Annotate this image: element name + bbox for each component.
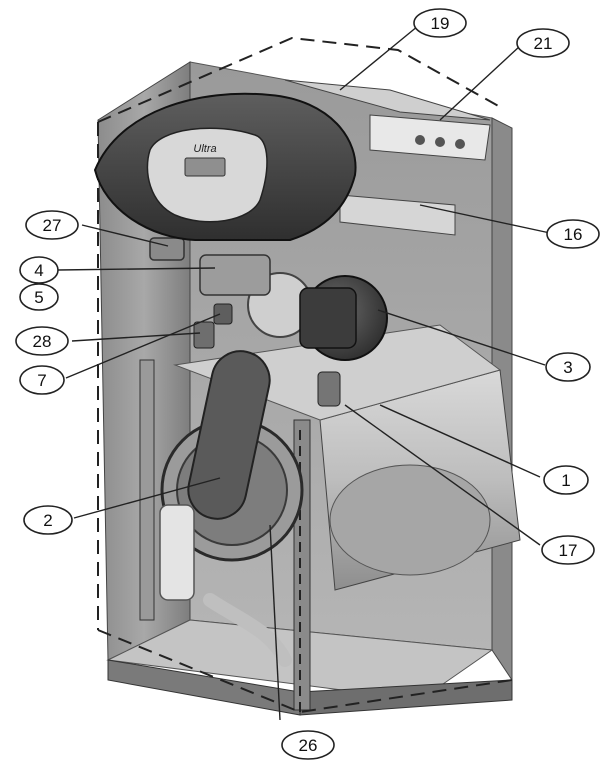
connector-3	[455, 139, 465, 149]
base-rail-left	[107, 659, 301, 716]
sensor-fitting	[213, 303, 233, 325]
tank-end-cap	[329, 464, 491, 576]
callout-4: 4	[19, 256, 59, 284]
outline-top	[97, 36, 503, 123]
leader-28	[71, 332, 201, 342]
callout-1: 1	[543, 465, 589, 495]
callout-3-label: 3	[563, 358, 572, 377]
callout-17-label: 17	[559, 541, 578, 560]
control-panel-logo: Ultra	[193, 143, 216, 155]
callout-5: 5	[19, 283, 59, 311]
leader-1	[379, 404, 541, 478]
callout-2-label: 2	[43, 511, 52, 530]
lcd-screen	[184, 157, 226, 177]
electrical-box	[284, 79, 491, 236]
callout-3: 3	[545, 352, 591, 382]
leader-26	[269, 524, 281, 721]
callout-19-label: 19	[431, 14, 450, 33]
callout-28-label: 28	[33, 332, 52, 351]
cabinet-outline	[97, 36, 513, 714]
leader-17	[344, 404, 541, 546]
callout-5-label: 5	[34, 288, 43, 307]
outline-bottom	[97, 629, 513, 714]
electrical-box-front	[339, 194, 456, 236]
leader-4	[57, 267, 216, 271]
callout-1-label: 1	[561, 471, 570, 490]
callout-21: 21	[516, 28, 570, 58]
trap-cylinder	[159, 504, 195, 601]
callout-27-label: 27	[43, 216, 62, 235]
gas-valve-assembly	[149, 237, 271, 349]
connector-2	[435, 137, 445, 147]
blower-motor	[299, 287, 357, 349]
control-panel-hood: Ultra	[93, 92, 357, 241]
leader-3	[377, 309, 546, 366]
electrical-box-top	[284, 79, 491, 121]
callout-26: 26	[281, 730, 335, 760]
outlet-fitting	[317, 371, 341, 407]
gas-inlet-fitting	[149, 237, 185, 261]
callout-19: 19	[413, 8, 467, 38]
leader-27	[81, 224, 169, 247]
leader-lines	[57, 25, 551, 721]
callout-28: 28	[15, 326, 69, 356]
callout-26-label: 26	[299, 736, 318, 755]
condensate-trap	[159, 504, 292, 667]
callouts: 19 21 16 27 4 5 28 7	[15, 8, 600, 760]
callout-7: 7	[19, 365, 65, 395]
callout-7-label: 7	[37, 371, 46, 390]
connector-1	[415, 135, 425, 145]
leader-19	[339, 25, 419, 91]
callout-16-label: 16	[564, 225, 583, 244]
callout-2: 2	[23, 505, 73, 535]
left-front-post	[139, 359, 155, 621]
callout-21-label: 21	[534, 34, 553, 53]
leader-2	[73, 477, 221, 519]
callout-4-label: 4	[34, 261, 43, 280]
leader-21	[439, 45, 521, 121]
callout-16: 16	[546, 219, 600, 249]
blower-assembly	[299, 275, 388, 407]
pressure-switch	[193, 321, 215, 349]
gas-valve-body	[199, 254, 271, 296]
drain-pipe	[203, 593, 292, 667]
callout-17: 17	[541, 535, 595, 565]
leader-7	[65, 313, 221, 379]
callout-27: 27	[25, 210, 79, 240]
heat-exchanger-duct	[187, 350, 271, 520]
leader-16	[419, 204, 551, 234]
heat-exchanger-tank	[173, 324, 521, 591]
